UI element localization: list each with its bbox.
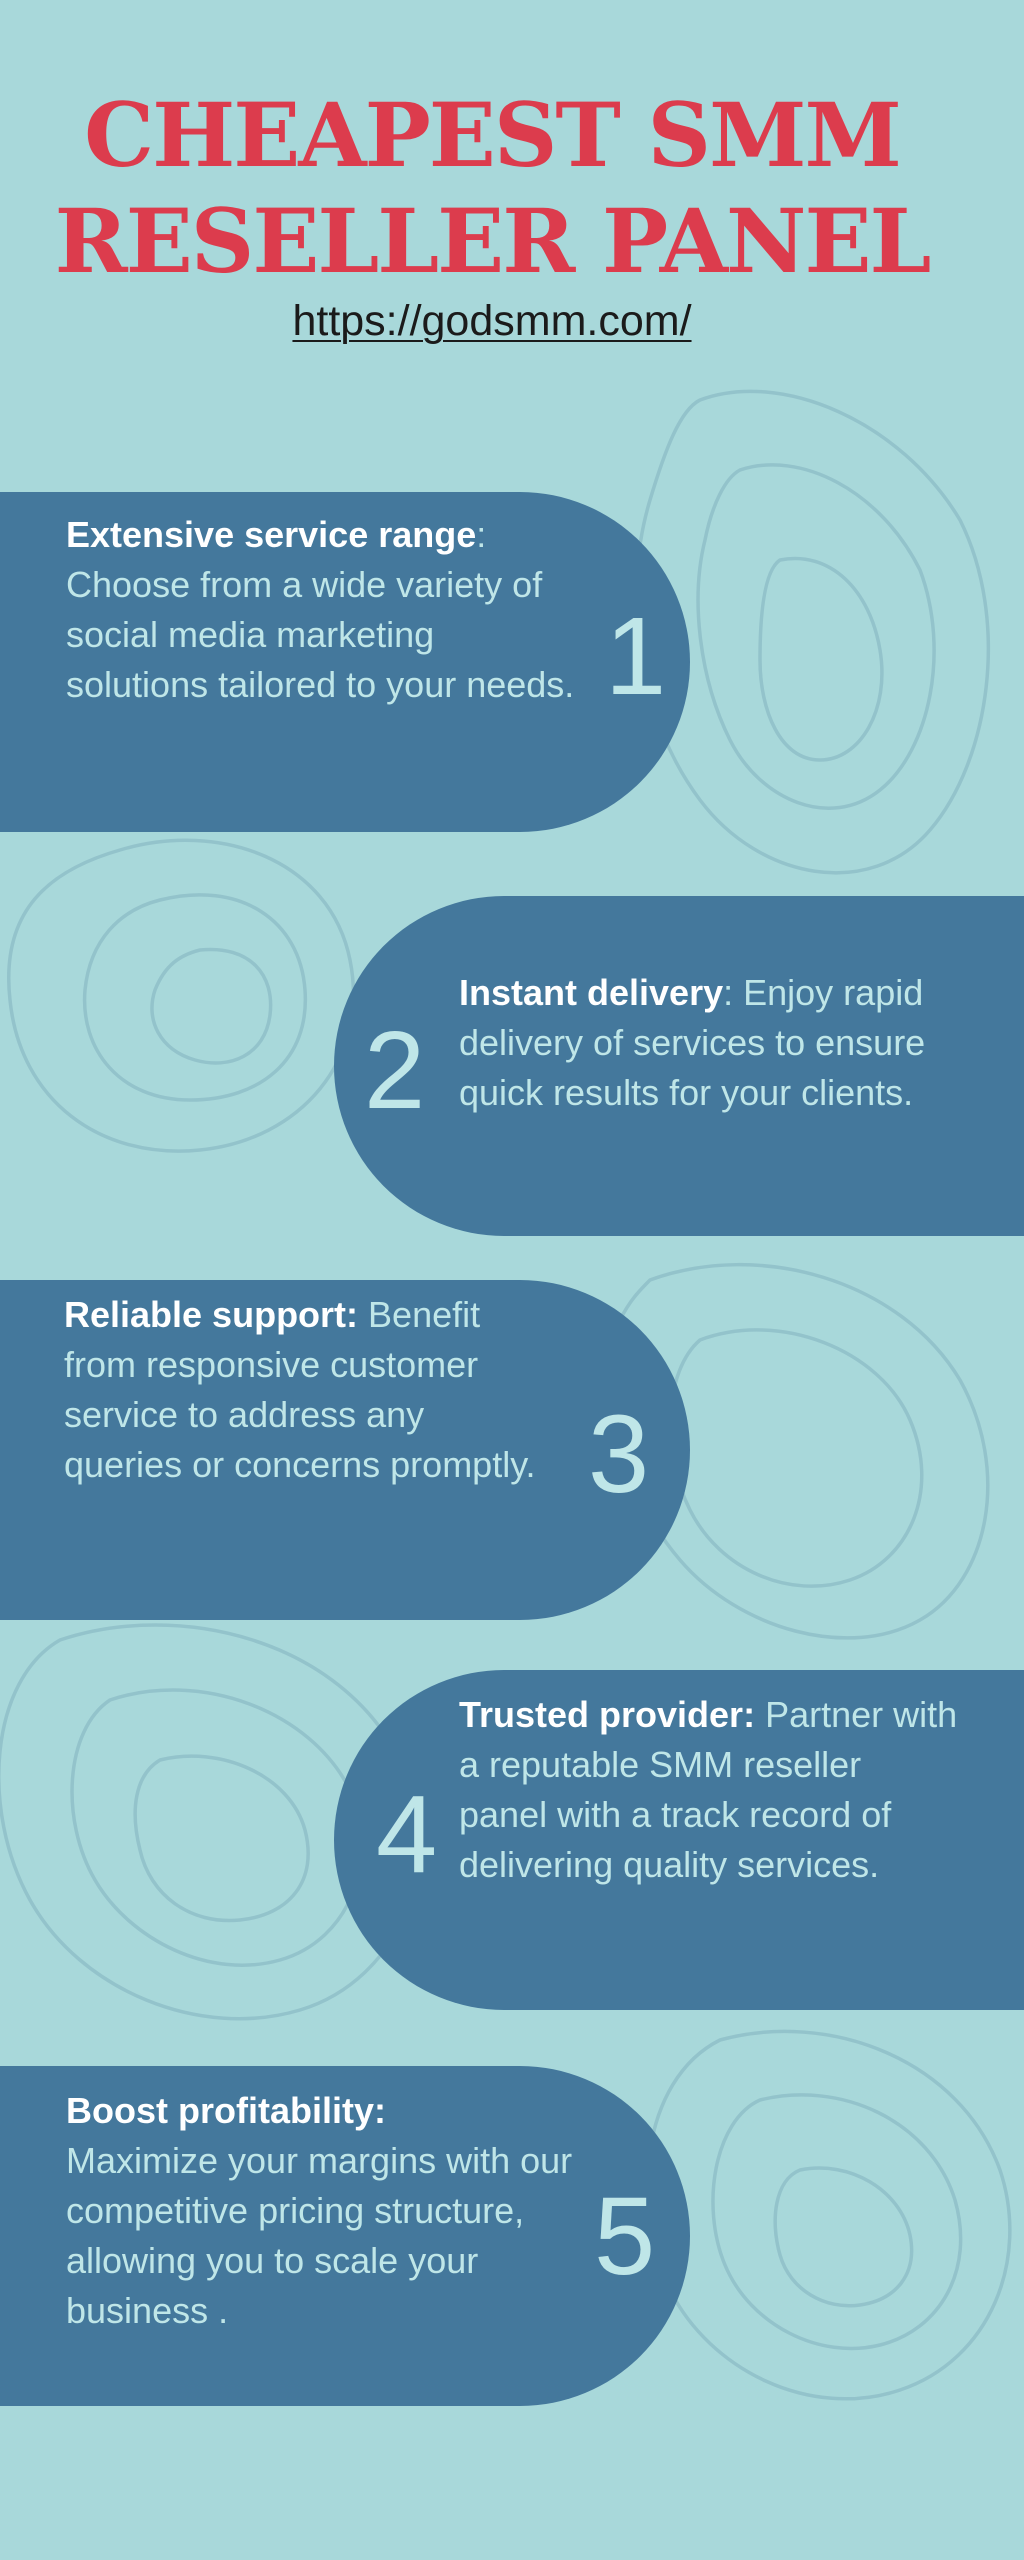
feature-heading-1: Extensive service range <box>66 514 477 555</box>
contour-line <box>7 838 356 1153</box>
title-line-1: CHEAPEST SMM <box>84 83 902 187</box>
contour-line <box>82 893 308 1102</box>
feature-card-5: Boost profitability: Maximize your margi… <box>0 2066 690 2406</box>
contour-line <box>696 463 936 810</box>
feature-body-5: Maximize your margins with our competiti… <box>66 2140 573 2331</box>
contour-line <box>773 2166 914 2308</box>
feature-separator-2: : <box>723 972 734 1013</box>
contour-line <box>645 2029 1012 2401</box>
feature-text-2: Instant delivery: Enjoy rapid delivery o… <box>459 968 999 1118</box>
contour-line <box>133 1754 310 1923</box>
feature-number-5: 5 <box>594 2175 656 2298</box>
contour-line <box>70 1688 364 1967</box>
contour-line <box>150 947 273 1065</box>
feature-body-1: Choose from a wide variety of social med… <box>66 564 575 705</box>
feature-body-4: Partner with a reputable SMM reseller pa… <box>459 1694 958 1885</box>
contour-line <box>634 389 991 875</box>
feature-card-1: Extensive service range: Choose from a w… <box>0 492 690 832</box>
feature-card-3: Reliable support: Benefit from responsiv… <box>0 1280 690 1620</box>
feature-number-1: 1 <box>605 595 667 718</box>
feature-card-2: 2 Instant delivery: Enjoy rapid delivery… <box>334 896 1024 1236</box>
feature-number-4: 4 <box>376 1773 438 1896</box>
contour-line <box>758 556 884 762</box>
feature-text-3: Reliable support: Benefit from responsiv… <box>64 1290 544 1490</box>
contour-line <box>0 1623 422 2021</box>
feature-heading-3: Reliable support: <box>64 1294 359 1335</box>
feature-heading-5: Boost profitability: <box>66 2090 386 2131</box>
feature-text-1: Extensive service range: Choose from a w… <box>66 510 586 710</box>
feature-number-3: 3 <box>588 1393 650 1516</box>
feature-text-4: Trusted provider: Partner with a reputab… <box>459 1690 959 1890</box>
feature-body-2: Enjoy rapid delivery of services to ensu… <box>459 972 926 1113</box>
contour-line <box>668 1328 924 1588</box>
feature-number-2: 2 <box>364 1009 426 1132</box>
feature-card-4: 4 Trusted provider: Partner with a reput… <box>334 1670 1024 2010</box>
feature-heading-2: Instant delivery <box>459 972 724 1013</box>
contour-line <box>711 2093 963 2351</box>
feature-separator-1: : <box>476 514 487 555</box>
feature-body-3: Benefit from responsive customer service… <box>64 1294 536 1485</box>
page-title: CHEAPEST SMM RESELLER PANEL <box>0 82 984 294</box>
feature-text-5: Boost profitability: Maximize your margi… <box>66 2086 576 2336</box>
title-line-2: RESELLER PANEL <box>54 189 932 293</box>
feature-heading-4: Trusted provider: <box>459 1694 756 1735</box>
website-link[interactable]: https://godsmm.com/ <box>292 297 692 345</box>
